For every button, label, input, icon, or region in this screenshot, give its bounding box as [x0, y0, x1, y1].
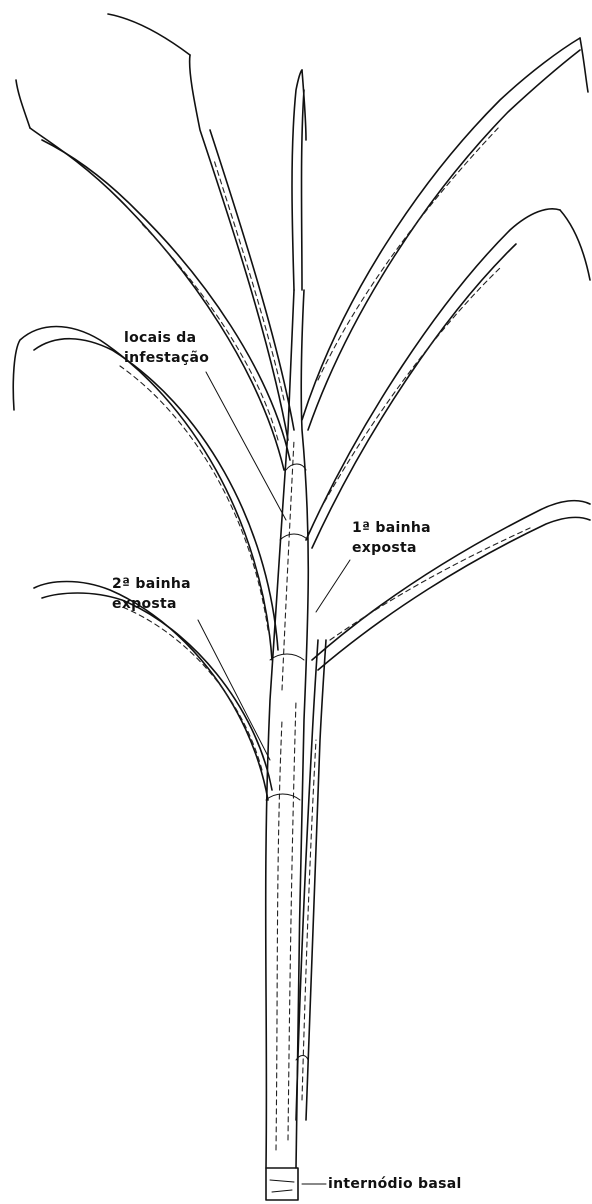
label-second-sheath-line1: 2ª bainha	[112, 574, 191, 594]
basal-internode	[266, 1168, 298, 1200]
label-first-sheath-line2: exposta	[352, 538, 431, 558]
label-infestation-line2: infestação	[124, 348, 209, 368]
label-first-sheath-line1: 1ª bainha	[352, 518, 431, 538]
label-infestation-sites: locais da infestação	[124, 328, 209, 368]
label-first-sheath: 1ª bainha exposta	[352, 518, 431, 558]
label-basal-internode: internódio basal	[328, 1174, 462, 1194]
label-second-sheath: 2ª bainha exposta	[112, 574, 191, 614]
label-infestation-line1: locais da	[124, 328, 209, 348]
label-second-sheath-line2: exposta	[112, 594, 191, 614]
